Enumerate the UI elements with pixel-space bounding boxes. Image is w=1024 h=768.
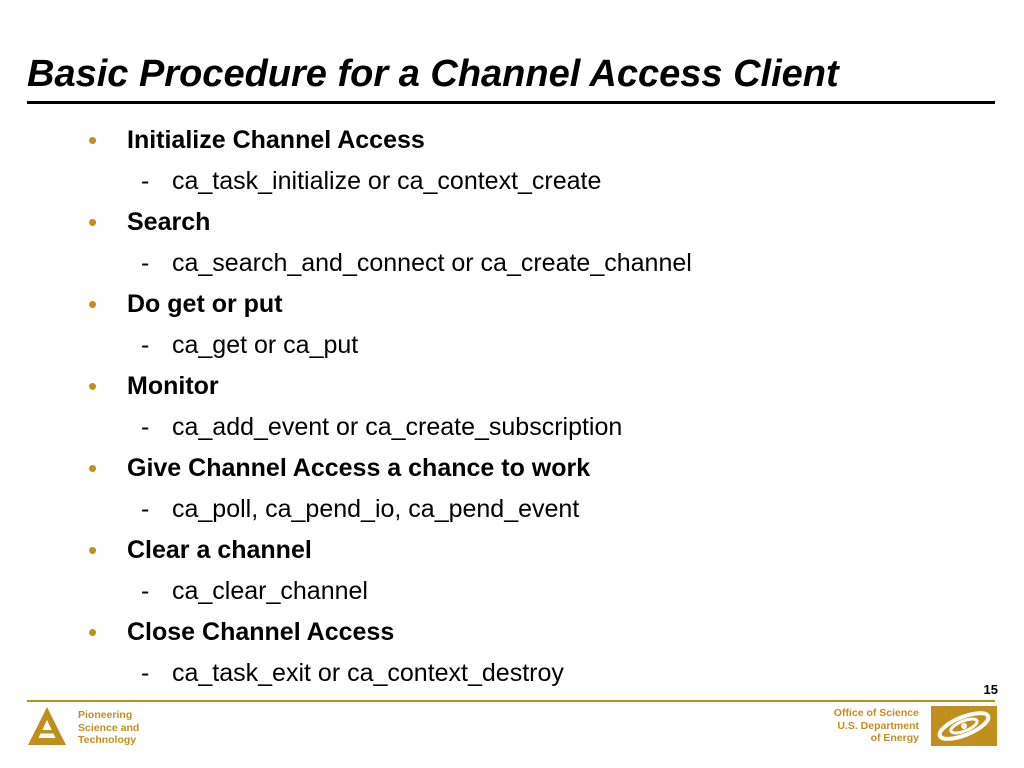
bullet-label: Monitor	[127, 372, 219, 400]
argonne-triangle-logo-icon	[27, 706, 67, 746]
bullet-icon: •	[88, 535, 98, 565]
bullet-icon: •	[88, 289, 98, 319]
bullet-label: Give Channel Access a chance to work	[127, 454, 591, 482]
sub-bullet-text: ca_task_initialize or ca_context_create	[172, 167, 602, 195]
footer-tagline: Pioneering Science and Technology	[78, 709, 139, 747]
footer-tagline-line: Science and	[78, 721, 140, 734]
bullet-label: Initialize Channel Access	[127, 126, 425, 154]
dash-icon: -	[141, 413, 150, 441]
bullet-item: • Initialize Channel Access - ca_task_in…	[0, 120, 1024, 202]
sub-bullet-text: ca_clear_channel	[172, 577, 368, 605]
dash-icon: -	[141, 577, 150, 605]
dash-icon: -	[141, 249, 150, 277]
sub-bullet-text: ca_search_and_connect or ca_create_chann…	[172, 249, 692, 277]
footer-agency: Office of Science U.S. Department of Ene…	[834, 707, 919, 745]
dash-icon: -	[141, 495, 150, 523]
dash-icon: -	[141, 167, 150, 195]
bullet-label: Clear a channel	[127, 536, 312, 564]
slide-title: Basic Procedure for a Channel Access Cli…	[27, 53, 839, 95]
bullet-item: • Search - ca_search_and_connect or ca_c…	[0, 202, 1024, 284]
page-number: 15	[983, 682, 998, 697]
bullet-label: Close Channel Access	[127, 618, 395, 646]
footer-agency-line: U.S. Department	[837, 719, 919, 732]
sub-bullet-text: ca_poll, ca_pend_io, ca_pend_event	[172, 495, 580, 523]
bullet-icon: •	[88, 207, 98, 237]
bullet-icon: •	[88, 453, 98, 483]
footer-tagline-line: Technology	[78, 734, 137, 746]
bullet-icon: •	[88, 617, 98, 647]
footer-divider	[27, 700, 995, 702]
dash-icon: -	[141, 331, 150, 359]
bullet-item: • Give Channel Access a chance to work -…	[0, 448, 1024, 530]
title-underline	[27, 101, 995, 104]
bullet-icon: •	[88, 125, 98, 155]
footer-agency-line: Office of Science	[833, 707, 919, 719]
bullet-list: • Initialize Channel Access - ca_task_in…	[0, 120, 1024, 694]
sub-bullet-text: ca_add_event or ca_create_subscription	[172, 413, 623, 441]
doe-orbit-logo-icon	[931, 706, 997, 746]
footer-tagline-line: Pioneering	[78, 709, 133, 721]
bullet-item: • Close Channel Access - ca_task_exit or…	[0, 612, 1024, 694]
bullet-label: Do get or put	[127, 290, 283, 318]
footer-agency-line: of Energy	[870, 732, 919, 744]
bullet-item: • Do get or put - ca_get or ca_put	[0, 284, 1024, 366]
bullet-icon: •	[88, 371, 98, 401]
bullet-item: • Monitor - ca_add_event or ca_create_su…	[0, 366, 1024, 448]
bullet-label: Search	[127, 208, 211, 236]
sub-bullet-text: ca_get or ca_put	[172, 331, 359, 359]
dash-icon: -	[141, 659, 150, 687]
sub-bullet-text: ca_task_exit or ca_context_destroy	[172, 659, 564, 687]
bullet-item: • Clear a channel - ca_clear_channel	[0, 530, 1024, 612]
